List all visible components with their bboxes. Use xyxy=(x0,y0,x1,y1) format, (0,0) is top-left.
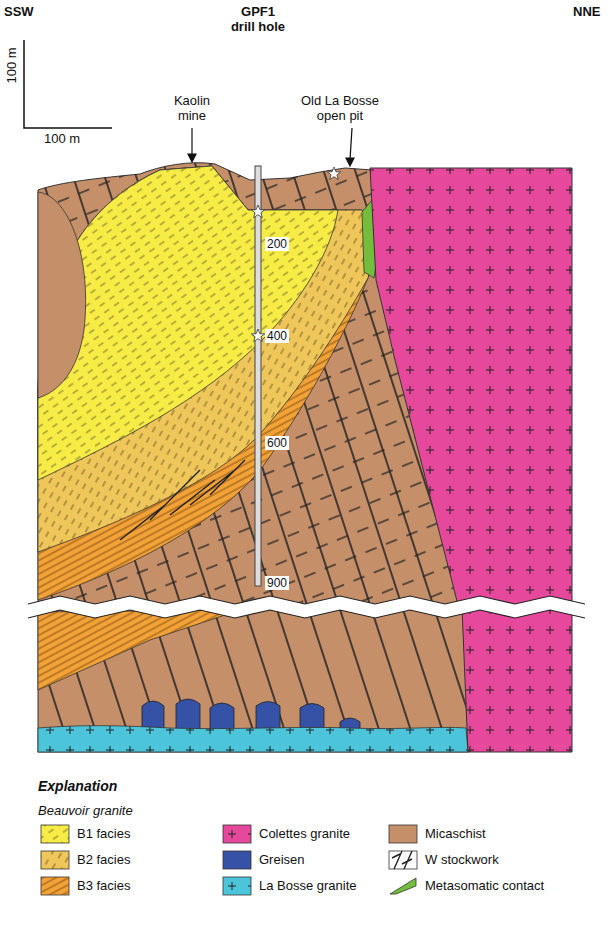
b3-facies xyxy=(38,166,372,600)
legend-swatch xyxy=(388,876,418,896)
colettes-granite xyxy=(370,168,572,605)
depth-label: 200 xyxy=(265,237,289,251)
b2-facies xyxy=(38,166,372,552)
legend-text: Greisen xyxy=(259,852,305,867)
scale-label: 100 m xyxy=(4,43,19,89)
legend-text: Micaschist xyxy=(425,826,486,841)
legend-text: W stockwork xyxy=(425,852,499,867)
legend-text: B3 facies xyxy=(77,878,130,893)
la-bosse-granite xyxy=(38,726,468,752)
legend-text: B2 facies xyxy=(77,852,130,867)
legend-swatch xyxy=(40,850,70,870)
legend-text: La Bosse granite xyxy=(259,878,357,893)
b2-facies xyxy=(38,166,372,552)
depth-label: 600 xyxy=(265,436,289,450)
b1-facies xyxy=(38,166,338,480)
la-bosse-granite xyxy=(38,726,468,752)
colettes-granite xyxy=(462,608,572,752)
pointer-arrow xyxy=(188,128,354,166)
drill-hole xyxy=(255,166,261,586)
colettes-granite xyxy=(370,168,572,605)
section-break xyxy=(28,596,585,618)
legend-swatch xyxy=(40,876,70,896)
micaschist xyxy=(38,192,86,398)
direction-label: SSW xyxy=(4,4,48,19)
direction-label: NNE xyxy=(573,4,609,19)
drill-hole-label: GPF1 drill hole xyxy=(229,4,287,34)
w-stockwork xyxy=(120,460,245,540)
callout-label: Kaolin mine xyxy=(162,93,222,123)
b1-facies xyxy=(38,166,338,480)
break-line xyxy=(28,596,585,618)
b3-facies xyxy=(38,610,240,690)
legend-text: Metasomatic contact xyxy=(425,878,544,893)
legend-text: Colettes granite xyxy=(259,826,350,841)
micaschist xyxy=(38,608,468,752)
scale-bar xyxy=(24,40,112,128)
legend-swatch xyxy=(222,850,252,870)
legend-swatch xyxy=(40,824,70,844)
sample-star xyxy=(251,167,340,342)
legend-swatch xyxy=(222,876,252,896)
legend-swatch xyxy=(388,850,418,870)
legend-swatch xyxy=(222,824,252,844)
legend-heading: Explanation xyxy=(38,779,238,794)
legend-swatch xyxy=(388,824,418,844)
legend-subheading: Beauvoir granite xyxy=(38,803,238,818)
depth-label: 900 xyxy=(265,576,289,590)
colettes-granite xyxy=(462,608,572,752)
legend-text: B1 facies xyxy=(77,826,130,841)
b3-facies xyxy=(38,166,372,600)
callout-label: Old La Bosse open pit xyxy=(295,93,385,123)
w-stockwork xyxy=(38,608,468,752)
depth-label: 400 xyxy=(265,329,289,343)
scale-label: 100 m xyxy=(44,131,94,146)
b3-facies xyxy=(38,610,240,690)
